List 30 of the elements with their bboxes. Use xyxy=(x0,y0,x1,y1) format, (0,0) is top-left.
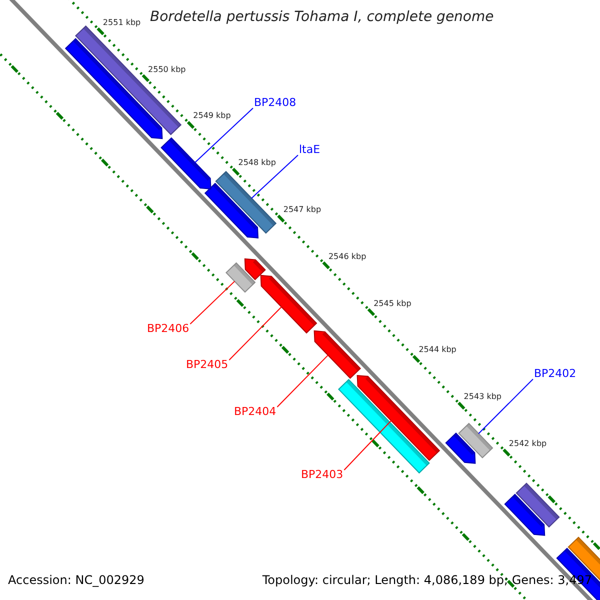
genome-stats-text: Topology: circular; Length: 4,086,189 bp; Genes: 3,497 xyxy=(262,574,592,588)
leader-line xyxy=(251,154,298,199)
leader-line xyxy=(344,420,392,470)
gene-label: BP2403 xyxy=(301,469,344,482)
gene-feature xyxy=(356,374,440,461)
leader-line xyxy=(194,108,254,163)
gene-bar xyxy=(458,422,494,458)
gene-feature xyxy=(260,274,318,334)
leader-line xyxy=(276,354,328,408)
gene-label: BP2406 xyxy=(147,323,190,336)
scale-label: 2547 kbp xyxy=(283,206,322,215)
gene-feature xyxy=(160,137,212,190)
gene-label: BP2404 xyxy=(234,406,276,418)
scale-label: 2551 kbp xyxy=(102,18,141,28)
leader-line xyxy=(190,280,236,324)
scale-label: 2544 kbp xyxy=(418,346,456,356)
scale-label: 2543 kbp xyxy=(464,393,502,402)
gene-label: BP2408 xyxy=(254,97,296,110)
leader-line xyxy=(228,306,282,360)
gene-feature xyxy=(314,330,361,379)
gene-label: ltaE xyxy=(299,144,320,156)
accession-text: Accession: NC_002929 xyxy=(8,574,144,588)
scale-label: 2549 kbp xyxy=(193,112,231,122)
gene-label: BP2402 xyxy=(534,368,576,380)
leader-line xyxy=(478,378,534,434)
title: Bordetella pertussis Tohama I, complete genome xyxy=(150,10,494,26)
scale-label: 2550 kbp xyxy=(148,66,186,74)
gene-bar xyxy=(215,170,277,234)
gene-label: BP2405 xyxy=(186,359,228,372)
gene-bar xyxy=(226,262,256,293)
